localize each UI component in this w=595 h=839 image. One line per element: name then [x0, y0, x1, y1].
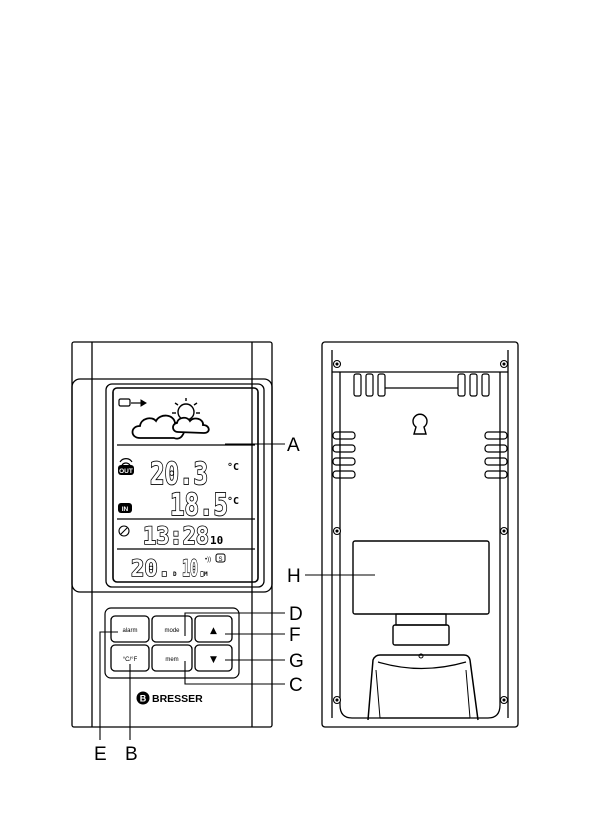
mem-button-label: mem: [165, 657, 178, 663]
back-housing: [322, 342, 518, 727]
up-arrow-icon: ▲: [210, 626, 217, 636]
battery-compartment: [353, 541, 489, 614]
side-vents-right: [485, 432, 507, 478]
unit-toggle-button-label: °C/°F: [123, 657, 138, 663]
wall-hanger-keyhole: [413, 414, 427, 434]
top-vents: [354, 374, 489, 396]
in-indicator: IN: [118, 503, 132, 513]
date-day-label: D: [173, 571, 177, 578]
outdoor-temperature: 20.3: [150, 457, 208, 492]
cloud-icon-small: [173, 418, 209, 433]
brand-name: BRESSER: [152, 693, 203, 705]
out-indicator: OUT: [118, 459, 134, 475]
side-vents-left: [333, 432, 355, 478]
callout-f: F: [289, 625, 301, 646]
back-view: [322, 342, 518, 727]
up-button[interactable]: ▲: [195, 616, 232, 642]
callout-d: D: [289, 604, 303, 625]
stand: [368, 655, 478, 720]
callout-b: B: [125, 744, 138, 765]
date-month-label: M: [204, 571, 208, 578]
in-badge-text: IN: [122, 506, 129, 513]
outdoor-temperature-unit: °C: [227, 462, 239, 473]
dst-badge-text: S: [218, 557, 222, 563]
out-badge-text: OUT: [119, 468, 133, 475]
time-readout: 13:28: [143, 522, 209, 550]
callout-e: E: [94, 744, 107, 765]
alarm-button[interactable]: alarm: [111, 616, 149, 642]
weather-forecast-icon: [119, 398, 209, 439]
mode-button[interactable]: mode: [152, 616, 192, 642]
date-month: 10.: [182, 557, 206, 582]
callout-g: G: [289, 651, 304, 672]
forecast-trend-icon: [119, 399, 130, 406]
alarm-button-label: alarm: [122, 628, 137, 634]
callout-c: C: [289, 675, 303, 696]
mode-button-label: mode: [164, 628, 180, 634]
brand-logo: B BRESSER: [137, 692, 204, 706]
down-button[interactable]: ▼: [195, 645, 232, 671]
svg-text:•)): •)): [205, 557, 211, 563]
rcc-signal-icon: [119, 526, 129, 536]
dst-indicator: •)) S: [205, 554, 225, 563]
down-arrow-icon: ▼: [210, 655, 217, 665]
sun-icon: [172, 398, 200, 420]
svg-text:B: B: [140, 694, 147, 704]
battery-cover-latch: [393, 625, 449, 645]
screws: [334, 361, 508, 704]
indoor-temperature: 18.5: [170, 488, 228, 523]
callout-a: A: [287, 435, 300, 456]
indoor-temperature-unit: °C: [227, 496, 239, 507]
date-day: 20.: [131, 557, 171, 582]
time-seconds: 10: [210, 534, 223, 547]
callout-h: H: [287, 566, 301, 587]
mem-button[interactable]: mem: [152, 645, 192, 671]
